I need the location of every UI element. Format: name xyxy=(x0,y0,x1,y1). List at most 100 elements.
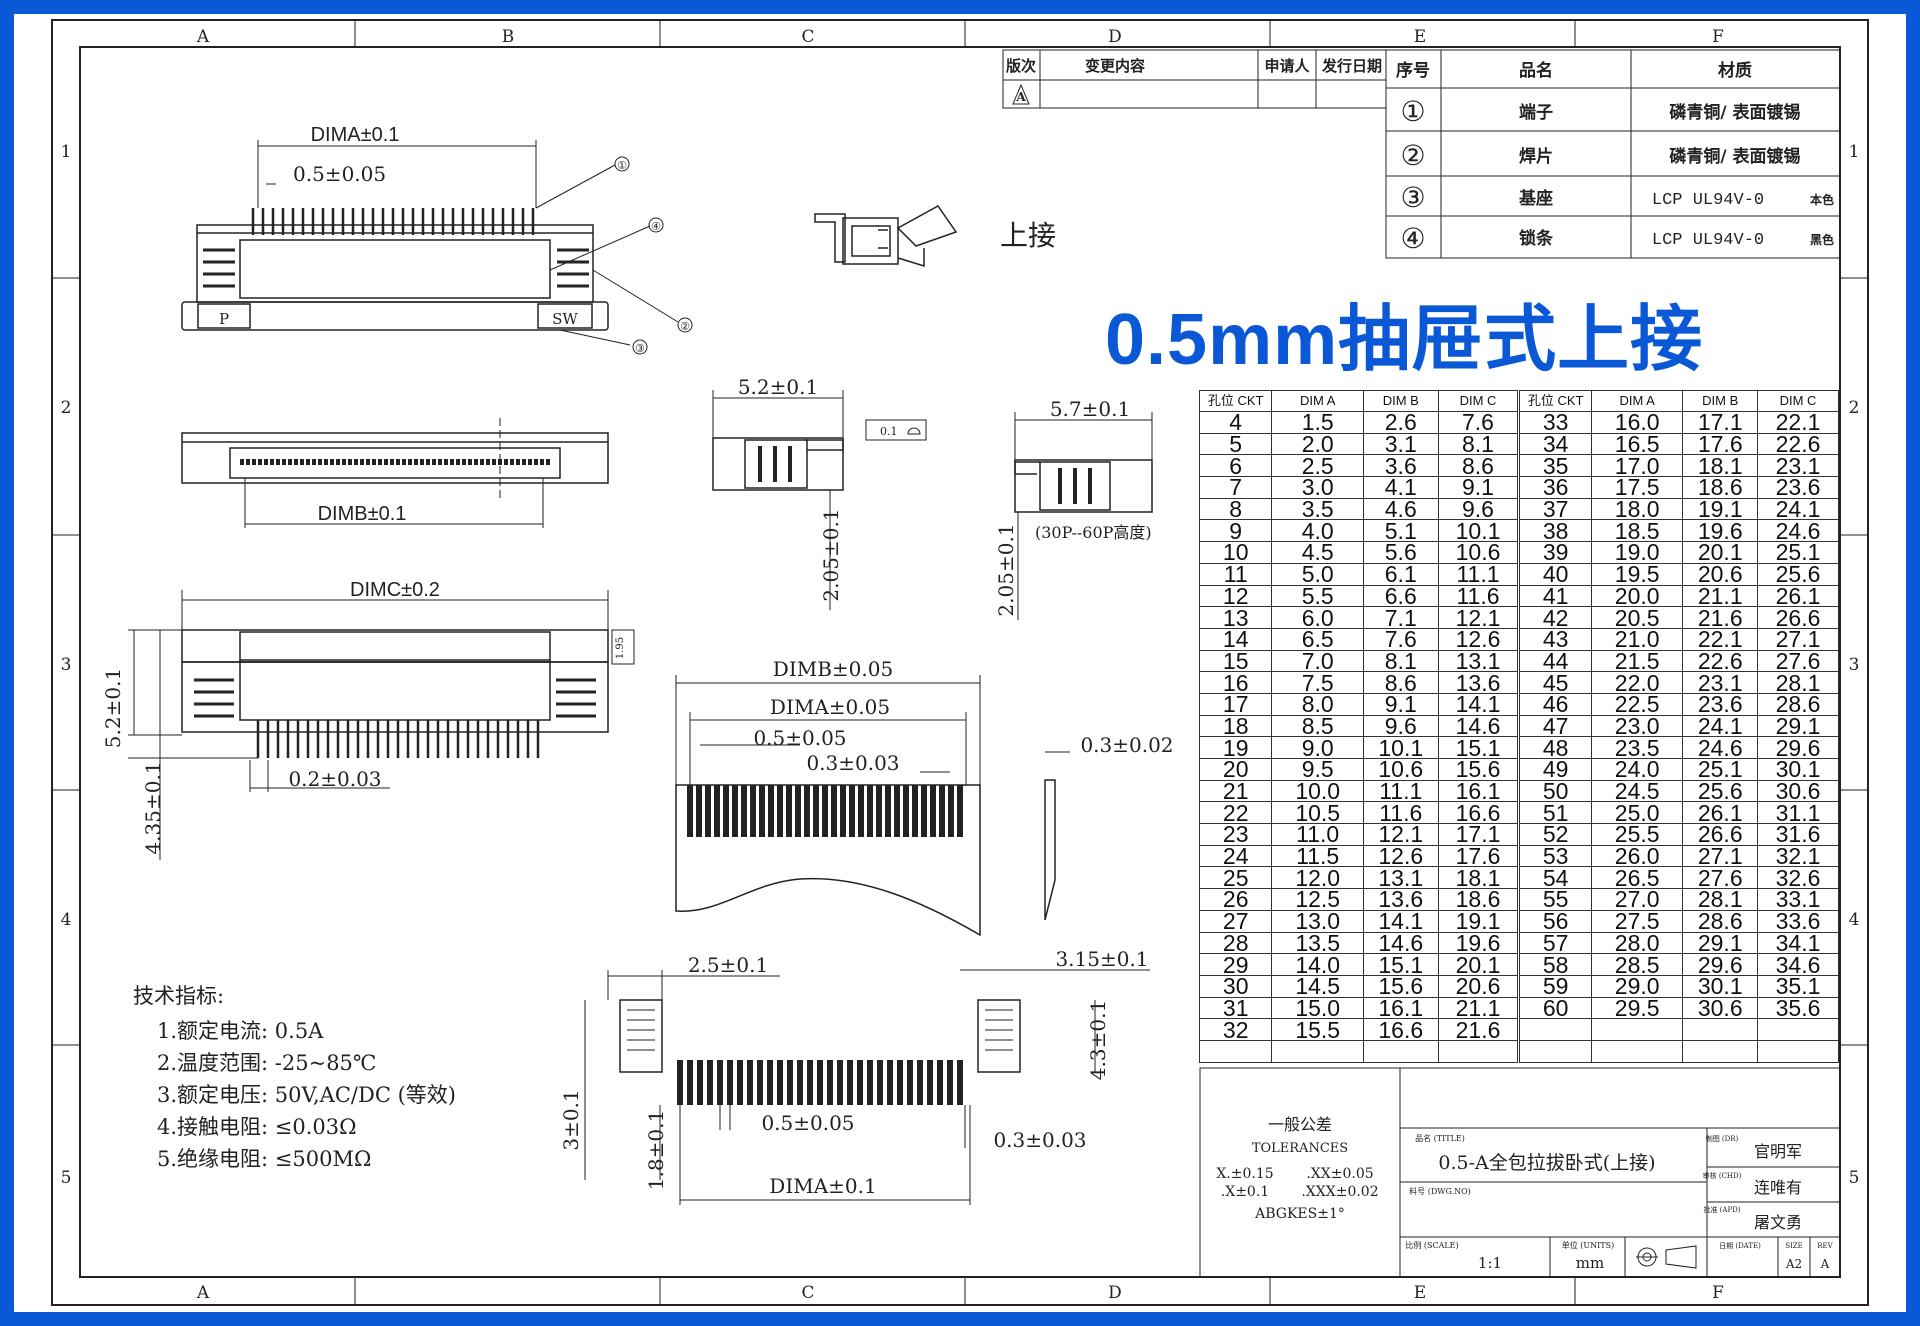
dim-b-cell: 9.6 xyxy=(1362,714,1439,738)
ckt-cell: 8 xyxy=(1198,497,1273,521)
dim-c-cell: 26.6 xyxy=(1757,606,1839,629)
dim-b-cell: 28.6 xyxy=(1682,909,1758,933)
spec-item-5: 5.绝缘电阻: ≤500MΩ xyxy=(157,1147,372,1171)
dim-a-cell xyxy=(1590,1018,1684,1041)
dim-b-cell: 30.1 xyxy=(1682,974,1758,998)
dim-height-52: 5.2±0.1 xyxy=(101,668,125,748)
row-label-1-right: 1 xyxy=(1849,142,1860,162)
bom-row1-material: 磷青铜/ 表面镀锡 xyxy=(1669,102,1800,123)
bottom-view-drawing xyxy=(181,418,609,528)
ckt-cell: 56 xyxy=(1517,909,1592,933)
ckt-cell: 26 xyxy=(1198,888,1273,911)
bom-table xyxy=(1385,49,1841,259)
dim-a-cell: 18.5 xyxy=(1590,519,1684,543)
callout-3: ③ xyxy=(635,342,645,355)
dim-b-cell: 12.1 xyxy=(1362,823,1439,846)
ckt-cell: 54 xyxy=(1517,866,1592,890)
dim-b-cell: 21.6 xyxy=(1682,606,1758,629)
rev-header-version: 版次 xyxy=(1006,57,1036,75)
size-label: SIZE xyxy=(1785,1242,1803,1250)
ckt-cell: 18 xyxy=(1198,714,1273,738)
dim-a-cell: 3.0 xyxy=(1271,476,1364,499)
bom-row3-name: 基座 xyxy=(1518,188,1553,209)
callout-1: ① xyxy=(617,159,627,172)
dim-a-cell: 2.5 xyxy=(1271,454,1364,478)
dim-a-cell: 16.5 xyxy=(1590,432,1684,456)
dim-b-cell: 19.1 xyxy=(1682,497,1758,521)
dim-b-cell: 16.1 xyxy=(1362,996,1439,1020)
drawn-label: 制图 (DR) xyxy=(1706,1134,1739,1143)
dim-c-cell: 22.6 xyxy=(1757,432,1839,456)
ckt-cell: 58 xyxy=(1517,953,1592,976)
dim-a-cell: 17.0 xyxy=(1590,454,1684,478)
dim-a-cell: 12.5 xyxy=(1271,888,1364,911)
ckt-cell: 5 xyxy=(1198,432,1273,456)
dim-c-cell: 15.1 xyxy=(1437,736,1520,759)
ckt-cell: 34 xyxy=(1517,432,1592,456)
pin-sw-label: SW xyxy=(552,310,578,328)
dim-c-cell: 24.6 xyxy=(1757,519,1839,543)
ckt-cell: 33 xyxy=(1517,411,1592,434)
checked-value: 连唯有 xyxy=(1754,1178,1802,1197)
approved-label: 批准 (APD) xyxy=(1703,1205,1740,1214)
bom-row4-no: ④ xyxy=(1400,222,1425,255)
col-label-f: F xyxy=(1712,27,1724,47)
bom-header-material: 材质 xyxy=(1718,60,1752,81)
dim-b-cell: 16.6 xyxy=(1362,1018,1439,1041)
pcb-layout-drawing xyxy=(584,969,1150,1205)
top-view-drawing xyxy=(181,140,693,355)
spec-item-2: 2.温度范围: -25~85℃ xyxy=(157,1051,377,1075)
tol-5: ABGKES±1° xyxy=(1254,1206,1345,1222)
dim-b-cell: 9.1 xyxy=(1362,692,1439,716)
dim-a-cell: 4.0 xyxy=(1271,519,1364,543)
tol-2: .XX±0.05 xyxy=(1306,1166,1373,1182)
dim-c-cell: 31.1 xyxy=(1757,801,1839,825)
ckt-cell: 48 xyxy=(1517,736,1592,759)
callout-2: ② xyxy=(680,320,690,333)
dim-a-cell: 13.0 xyxy=(1271,909,1364,933)
dim-b-cell: 18.6 xyxy=(1682,476,1758,499)
dim-pcb-25: 2.5±0.1 xyxy=(688,953,768,977)
dim-c-cell: 28.6 xyxy=(1757,692,1839,716)
dim-c-cell: 11.6 xyxy=(1437,584,1520,608)
dim-b-cell: 27.6 xyxy=(1682,866,1758,890)
ckt-cell: 45 xyxy=(1517,671,1592,694)
dim-a-cell: 12.0 xyxy=(1271,866,1364,890)
ckt-cell: 24 xyxy=(1198,844,1273,868)
ckt-cell: 43 xyxy=(1517,627,1592,651)
tol-title-cn: 一般公差 xyxy=(1268,1115,1332,1134)
dim-b-cell: 22.1 xyxy=(1682,627,1758,651)
dim-side-205a: 2.05±0.1 xyxy=(819,508,843,601)
ckt-cell: 50 xyxy=(1517,779,1592,803)
unit-value: mm xyxy=(1576,1254,1604,1272)
dim-width-02: 0.2±0.03 xyxy=(288,767,381,791)
rev-header-applicant: 申请人 xyxy=(1264,57,1310,75)
dim-c-cell: 15.6 xyxy=(1437,758,1520,781)
dim-b-cell: 4.6 xyxy=(1362,497,1439,521)
dim-b-cell: 5.6 xyxy=(1362,541,1439,564)
dim-a-cell: 20.5 xyxy=(1590,606,1684,629)
ckt-cell: 15 xyxy=(1198,649,1273,673)
ckt-cell: 60 xyxy=(1517,996,1592,1020)
dim-b-cell: 13.6 xyxy=(1362,888,1439,911)
dim-a-cell: 6.0 xyxy=(1271,606,1364,629)
dim-c-cell: 20.1 xyxy=(1437,953,1520,976)
dim-a-cell: 8.0 xyxy=(1271,692,1364,716)
dim-c-cell: 8.6 xyxy=(1437,454,1520,478)
dim-b-cell: 17.1 xyxy=(1682,411,1758,434)
dim-b-cell: 24.6 xyxy=(1682,736,1758,759)
dim-a-cell: 25.5 xyxy=(1590,823,1684,846)
tol-3: .X±0.1 xyxy=(1221,1184,1269,1200)
bom-row3-no: ③ xyxy=(1400,181,1425,214)
dim-c-cell: 35.1 xyxy=(1757,974,1839,998)
ckt-cell: 57 xyxy=(1517,931,1592,955)
ckt-cell: 19 xyxy=(1198,736,1273,759)
dim-a-cell: 24.0 xyxy=(1590,758,1684,781)
